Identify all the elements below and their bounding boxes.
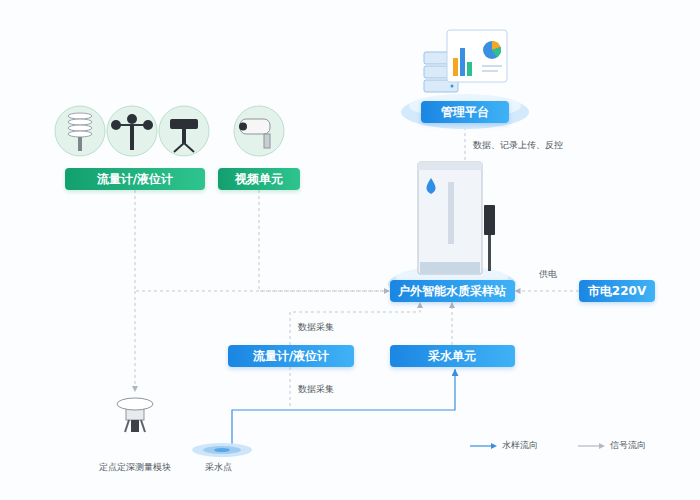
sensor-icons-part — [170, 119, 198, 129]
legend-text: 水样流向 — [502, 439, 538, 452]
sampling-cabinet-part — [488, 235, 491, 271]
water-point-icon — [192, 443, 252, 457]
sensor-icons-part — [174, 143, 184, 152]
sampling-cabinet-part — [484, 205, 495, 235]
camera-icon-part — [240, 119, 270, 134]
annotation-label: 数据采集 — [297, 383, 335, 395]
node-label: 流量计/液位计 — [97, 171, 173, 188]
sampling-cabinet-part — [426, 178, 435, 194]
platform-icon-part — [482, 65, 502, 67]
node-label: 户外智能水质采样站 — [398, 283, 506, 300]
signal-connector — [259, 190, 390, 291]
meter-band: 流量计/液位计 — [228, 345, 354, 367]
platform-icon-part — [483, 41, 501, 59]
sensor-icons-part — [130, 125, 134, 150]
sensor-icons-part — [159, 106, 209, 156]
water-point-icon-part — [192, 443, 252, 457]
sampling-cabinet-part — [448, 182, 454, 244]
depth-module-icon-part — [117, 398, 153, 410]
sampling-cabinet-part — [418, 162, 482, 170]
legend-text: 信号流向 — [610, 439, 646, 452]
platform-band: 管理平台 — [421, 101, 509, 123]
sensor-icons-part — [127, 114, 137, 124]
edge-label: 数据、记录上传、反控 — [472, 139, 564, 151]
legend-line — [578, 445, 600, 446]
legend-entry: 水样流向 — [470, 439, 538, 452]
depth-module-icon — [117, 398, 153, 432]
signal-connector — [290, 302, 420, 345]
platform-icon-part — [492, 47, 501, 58]
sensor-icons-part — [68, 131, 92, 137]
signal-connector — [515, 291, 580, 292]
legend-entry: 信号流向 — [578, 439, 646, 452]
platform-icon-part — [447, 30, 507, 82]
annotation-label: 定点定深测量模块 — [98, 461, 172, 473]
camera-icon-part — [264, 134, 270, 148]
water-pipe — [232, 369, 455, 444]
depth-module-icon-part — [141, 420, 145, 432]
water-point-icon-part — [203, 446, 241, 454]
depth-module-icon-part — [131, 420, 139, 432]
sensor-band: 流量计/液位计 — [65, 168, 205, 190]
sensor-icons-part — [55, 106, 105, 156]
signal-wire-part — [135, 291, 136, 392]
sensor-icons-part — [182, 129, 186, 143]
sensor-icons-part — [107, 106, 157, 156]
platform-icon — [424, 30, 507, 92]
platform-icon-part — [453, 58, 458, 76]
camera-icon-part — [239, 123, 247, 131]
power-box: 市电220V — [579, 280, 655, 302]
sensor-icons-part — [78, 137, 82, 151]
legend-sample — [578, 442, 606, 450]
station-band: 户外智能水质采样站 — [390, 280, 515, 302]
edge-label: 供电 — [538, 268, 558, 280]
node-label: 市电220V — [588, 283, 646, 300]
signal-connector — [452, 302, 453, 345]
node-label: 流量计/液位计 — [253, 348, 329, 365]
platform-icon-part — [482, 70, 498, 72]
sensor-icons-part — [68, 119, 92, 125]
platform-icon-part — [467, 62, 472, 76]
sensor-icons-part — [68, 113, 92, 119]
node-label: 视频单元 — [235, 171, 283, 188]
node-label: 管理平台 — [441, 104, 489, 121]
sampling-cabinet-part — [420, 262, 480, 274]
sensor-icons-part — [68, 125, 92, 131]
camera-icon — [234, 106, 284, 156]
video-band: 视频单元 — [218, 168, 300, 190]
depth-module-icon-part — [125, 420, 129, 432]
signal-connector — [135, 190, 390, 291]
sensor-icons-part — [184, 143, 194, 152]
sampling-cabinet — [418, 162, 495, 274]
camera-icon-part — [234, 106, 284, 156]
sensor-icons-part — [111, 120, 121, 130]
water-point-icon-part — [214, 448, 230, 452]
legend-arrowhead — [491, 443, 497, 449]
legend-line — [470, 445, 492, 446]
sensor-icons-part — [143, 120, 153, 130]
node-label: 采水单元 — [428, 348, 476, 365]
platform-icon-part — [460, 48, 465, 76]
signal-wire-part — [290, 367, 291, 409]
legend-arrowhead — [599, 443, 605, 449]
platform-pedestal — [401, 94, 529, 129]
sampling-cabinet-part — [418, 162, 482, 274]
annotation-label: 采水点 — [204, 461, 233, 473]
platform-pedestal-part — [401, 95, 529, 129]
sensor-icons — [55, 106, 209, 156]
intake-band: 采水单元 — [390, 345, 515, 367]
water-pipe-part — [232, 369, 455, 444]
legend-sample — [470, 442, 498, 450]
edge-label: 数据采集 — [297, 321, 335, 333]
platform-icon-part — [451, 85, 454, 88]
